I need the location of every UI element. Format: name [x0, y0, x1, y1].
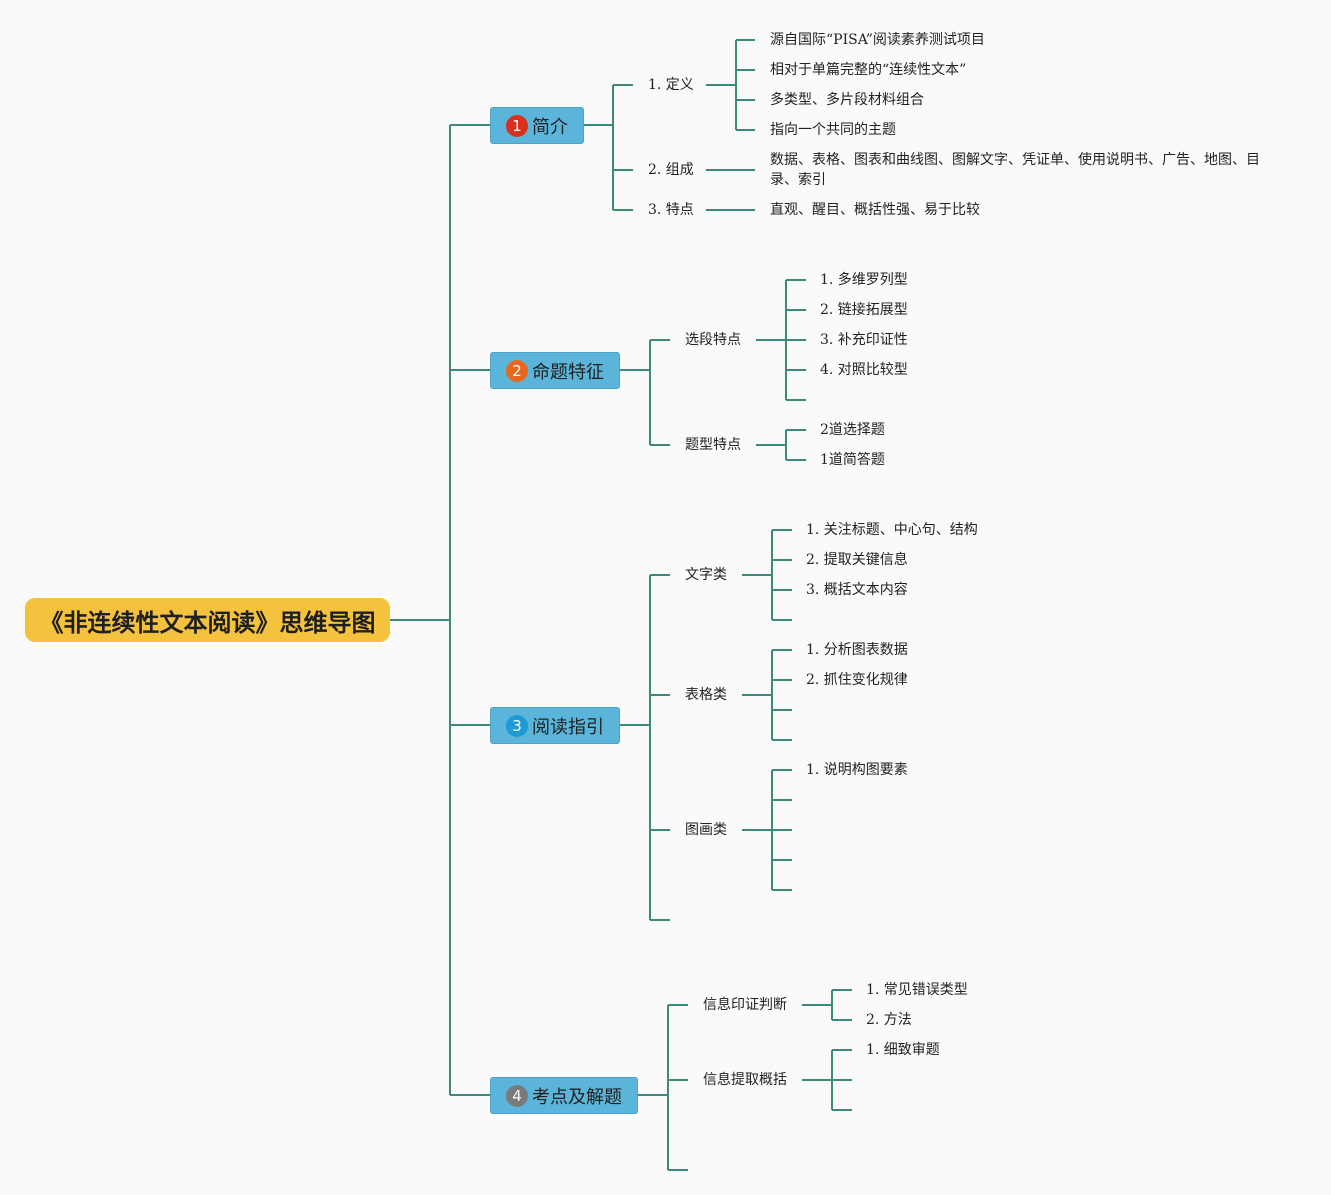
leaf-item[interactable]: 1. 常见错误类型 — [866, 982, 968, 998]
leaf-item[interactable]: 1. 多维罗列型 — [820, 272, 908, 288]
leaf-item[interactable]: 2. 提取关键信息 — [806, 552, 908, 568]
leaf-item[interactable]: 3. 概括文本内容 — [806, 582, 908, 598]
leaf-item[interactable]: 2. 抓住变化规律 — [806, 672, 908, 688]
leaf-item[interactable]: 3. 补充印证性 — [820, 332, 908, 348]
main-topic-title: 阅读指引 — [532, 716, 604, 738]
leaf-item[interactable]: 2. 链接拓展型 — [820, 302, 908, 318]
main-topic-title: 简介 — [532, 116, 568, 138]
subtopic-features[interactable]: 3. 特点 — [648, 202, 694, 218]
main-topic-title: 命题特征 — [532, 361, 604, 383]
subtopic-info-extraction[interactable]: 信息提取概括 — [703, 1072, 787, 1088]
main-topic-test-points[interactable]: 4 考点及解题 — [490, 1077, 638, 1114]
subtopic-text-type[interactable]: 文字类 — [685, 567, 727, 583]
leaf-item[interactable]: 1. 细致审题 — [866, 1042, 940, 1058]
number-badge-icon: 1 — [506, 114, 528, 137]
leaf-item[interactable]: 直观、醒目、概括性强、易于比较 — [770, 202, 980, 218]
main-topic-reading-guide[interactable]: 3 阅读指引 — [490, 707, 620, 744]
leaf-item[interactable]: 源自国际“PISA”阅读素养测试项目 — [770, 32, 985, 48]
subtopic-passage-features[interactable]: 选段特点 — [685, 332, 741, 348]
leaf-item[interactable]: 相对于单篇完整的“连续性文本” — [770, 62, 967, 78]
subtopic-table-type[interactable]: 表格类 — [685, 687, 727, 703]
leaf-item[interactable]: 2道选择题 — [820, 422, 885, 438]
leaf-item[interactable]: 1. 说明构图要素 — [806, 762, 908, 778]
main-topic-intro[interactable]: 1 简介 — [490, 107, 584, 144]
main-topic-title: 考点及解题 — [532, 1086, 622, 1108]
leaf-item[interactable]: 1. 关注标题、中心句、结构 — [806, 522, 978, 538]
root-topic[interactable]: 《非连续性文本阅读》思维导图 — [25, 598, 390, 642]
main-topic-question-features[interactable]: 2 命题特征 — [490, 352, 620, 389]
leaf-item[interactable]: 4. 对照比较型 — [820, 362, 908, 378]
subtopic-info-verification[interactable]: 信息印证判断 — [703, 997, 787, 1013]
leaf-item[interactable]: 1. 分析图表数据 — [806, 642, 908, 658]
number-badge-icon: 3 — [506, 714, 528, 737]
number-badge-icon: 2 — [506, 359, 528, 382]
leaf-item[interactable]: 1道简答题 — [820, 452, 885, 468]
subtopic-definition[interactable]: 1. 定义 — [648, 77, 694, 93]
root-title: 《非连续性文本阅读》思维导图 — [39, 608, 376, 637]
leaf-item[interactable]: 指向一个共同的主题 — [770, 122, 896, 138]
subtopic-question-types[interactable]: 题型特点 — [685, 437, 741, 453]
leaf-item[interactable]: 多类型、多片段材料组合 — [770, 92, 924, 108]
leaf-item[interactable]: 2. 方法 — [866, 1012, 912, 1028]
subtopic-picture-type[interactable]: 图画类 — [685, 822, 727, 838]
number-badge-icon: 4 — [506, 1084, 528, 1107]
leaf-item[interactable]: 数据、表格、图表和曲线图、图解文字、凭证单、使用说明书、广告、地图、目录、索引 — [770, 152, 1260, 188]
subtopic-composition[interactable]: 2. 组成 — [648, 162, 694, 178]
